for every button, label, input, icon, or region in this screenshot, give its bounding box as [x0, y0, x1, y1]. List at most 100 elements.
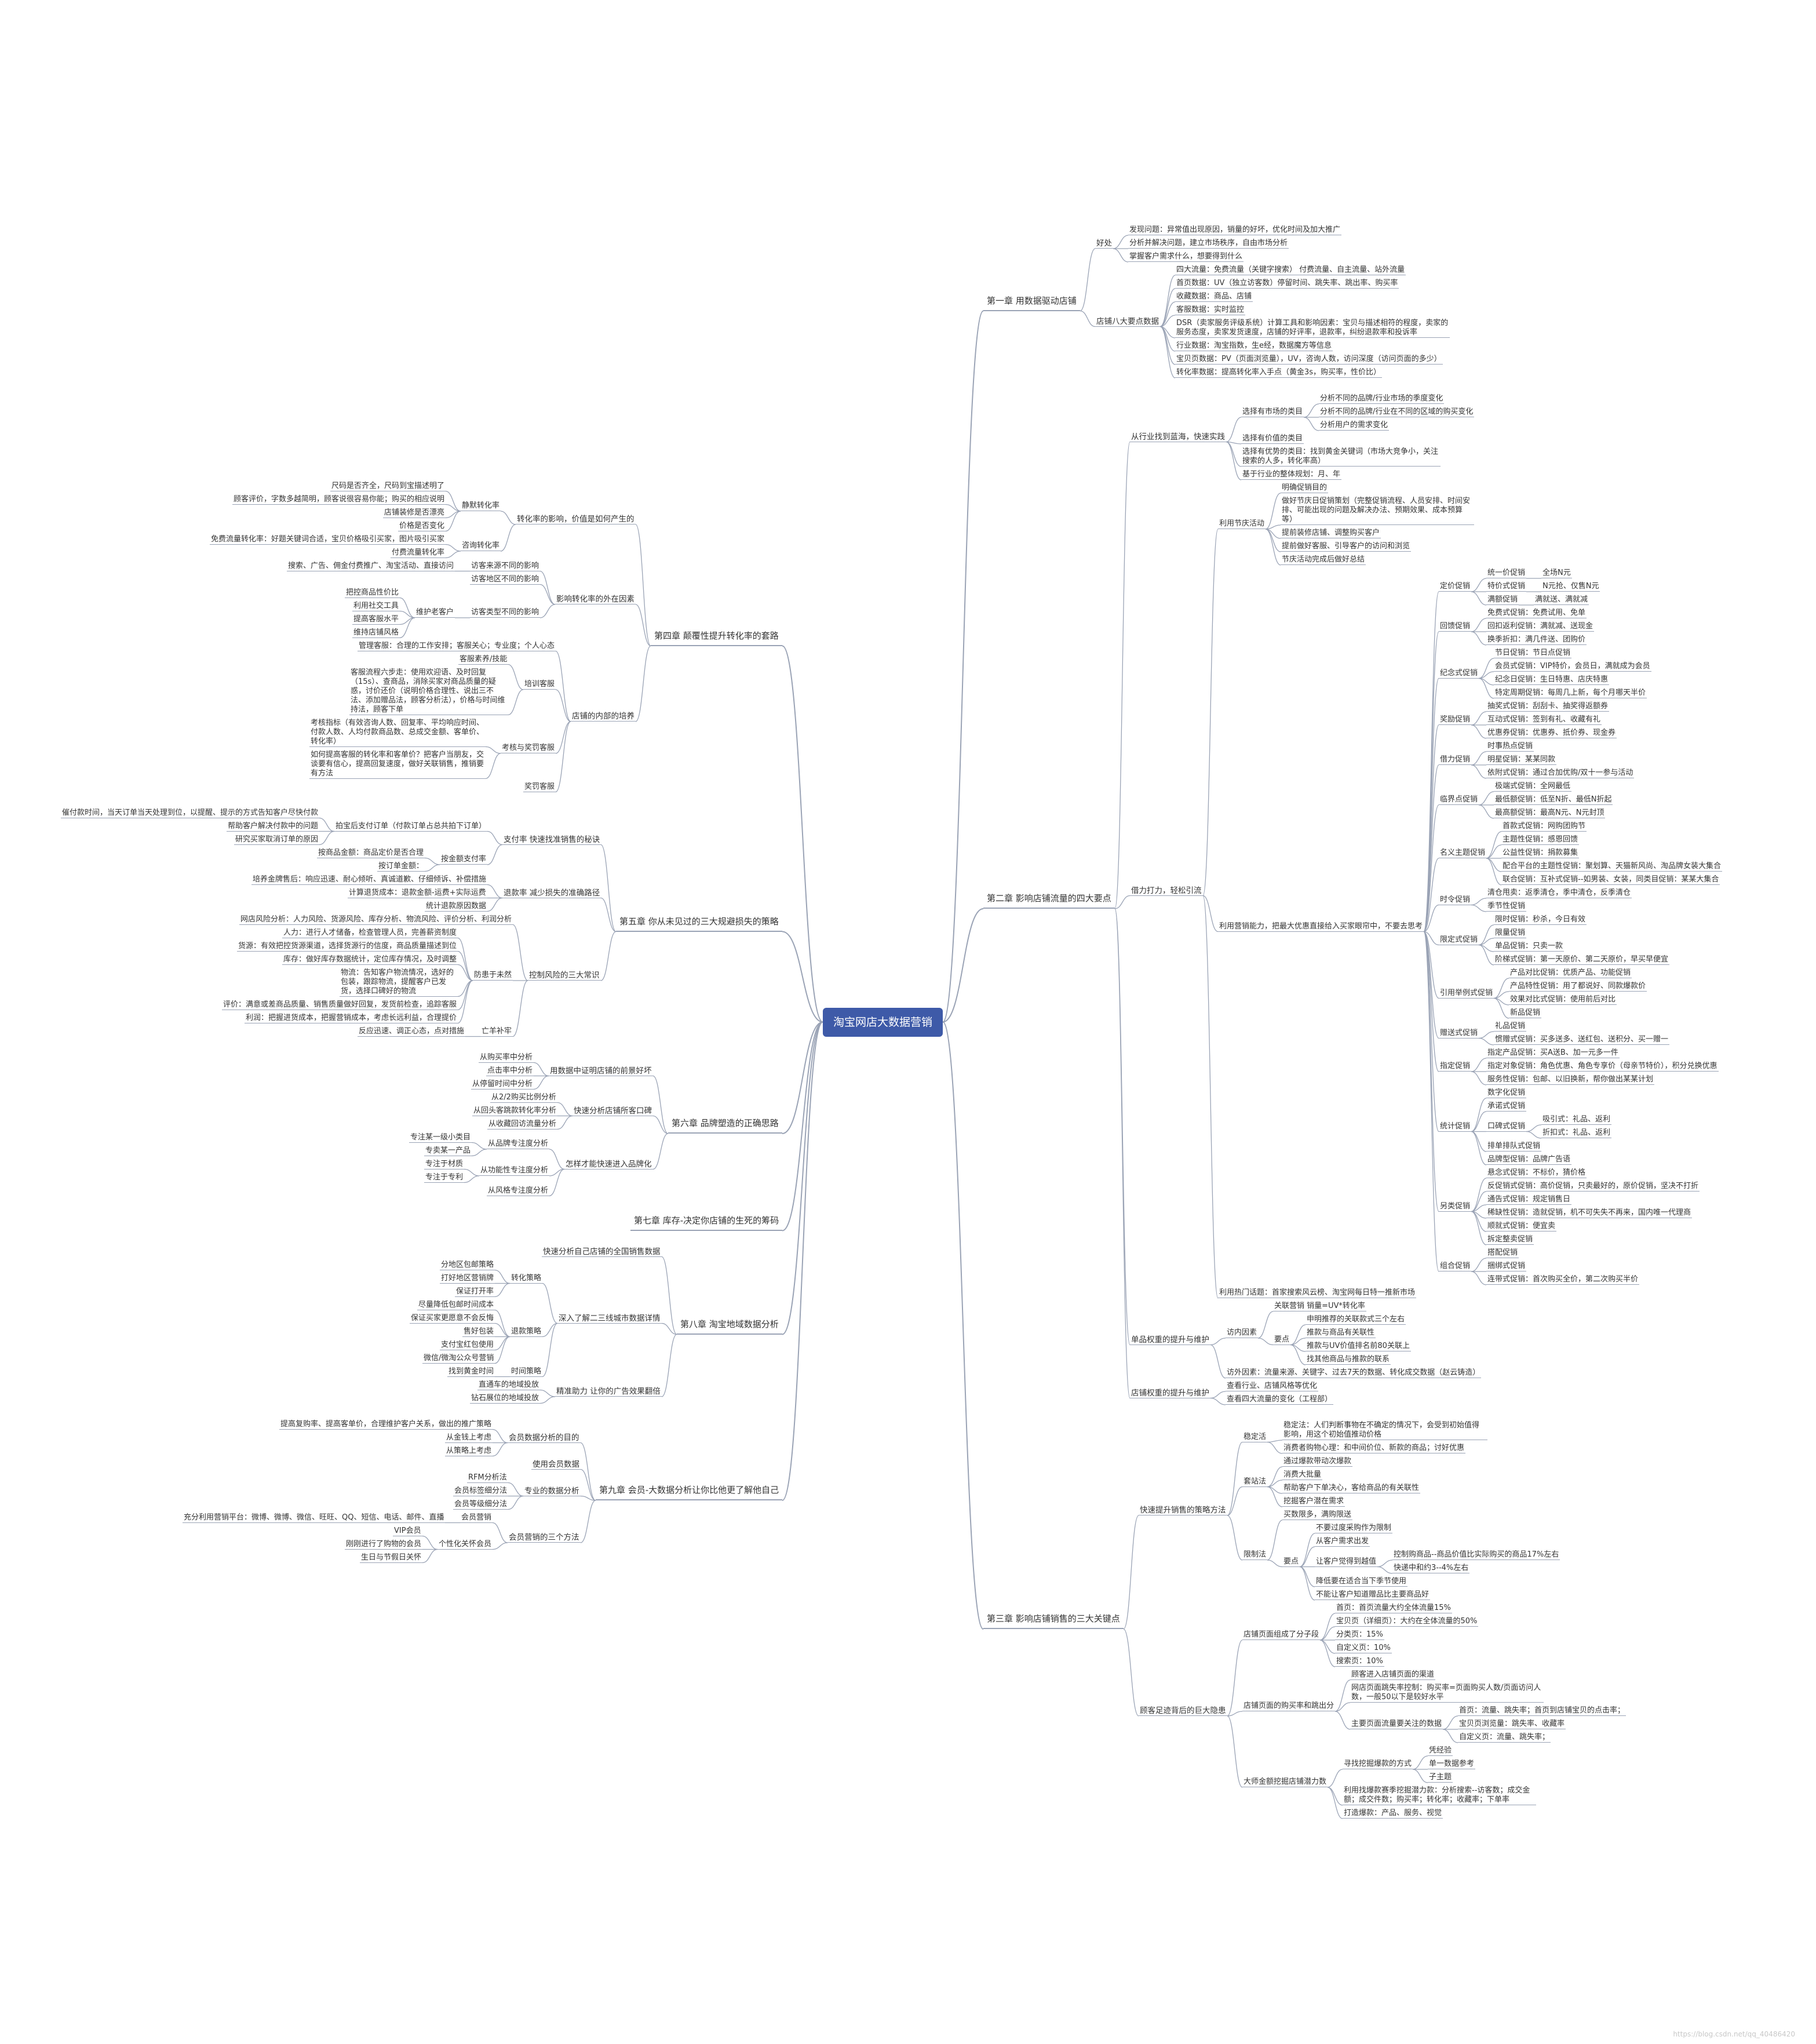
topic-node[interactable]: 做好节庆日促销策划（完整促销流程、人员安排、时间安排、可能出现的问题及解决办法、… [1281, 497, 1474, 525]
topic-node[interactable]: 抽奖式促销：刮刮卡、抽奖得返额券 [1486, 702, 1610, 712]
topic-node[interactable]: N元抢、仅售N元 [1541, 582, 1600, 592]
topic-node[interactable]: 催付款时间，当天订单当天处理到位，以提醒、提示的方式告知客户尽快付款 [61, 808, 320, 818]
topic-node[interactable]: 点击率中分析 [486, 1066, 534, 1076]
topic-node[interactable]: 限制法 [1242, 1550, 1268, 1560]
topic-node[interactable]: 联合促销：互补式促销--如男装、女装，同类目促销：某某大集合 [1501, 875, 1720, 885]
topic-node[interactable]: 限时促销：秒杀，今日有效 [1494, 915, 1587, 925]
topic-node[interactable]: 转化策略 [510, 1273, 543, 1284]
topic-node[interactable]: 悬念式促销：不标价，猜价格 [1486, 1168, 1587, 1178]
topic-node[interactable]: 顾客进入店铺页面的渠道 [1350, 1670, 1436, 1680]
topic-node[interactable]: 从回头客跳款转化率分析 [472, 1106, 558, 1116]
topic-node[interactable]: 套站法 [1242, 1477, 1268, 1487]
topic-node[interactable]: 个性化关怀会员 [437, 1539, 493, 1550]
topic-node[interactable]: 首页：流量、跳失率；首页到店铺宝贝的点击率； [1458, 1706, 1627, 1716]
topic-node[interactable]: 维护老客户 [415, 608, 455, 618]
topic-node[interactable]: 利用热门话题：首家搜索风云榜、淘宝网每日特一推新市场 [1218, 1288, 1417, 1298]
chapter-node[interactable]: 第一章 用数据驱动店铺 [983, 293, 1080, 311]
topic-node[interactable]: 极端式促销：全网最低 [1494, 782, 1572, 792]
topic-node[interactable]: 满额促销 [1486, 595, 1519, 605]
chapter-node[interactable]: 第九章 会员-大数据分析让你比他更了解他自己 [596, 1482, 783, 1500]
topic-node[interactable]: 主要页面流量要关注的数据 [1350, 1719, 1443, 1729]
topic-node[interactable]: 基于行业的整体规划：月、年 [1241, 470, 1342, 480]
topic-node[interactable]: 会员数据分析的目的 [508, 1433, 581, 1443]
topic-node[interactable]: 使用会员数据 [531, 1459, 581, 1470]
topic-node[interactable]: 打造爆款：产品、服务、视觉 [1343, 1809, 1443, 1819]
topic-node[interactable]: 赠送式促销 [1439, 1028, 1479, 1039]
topic-node[interactable]: 另类促销 [1439, 1201, 1472, 1212]
topic-node[interactable]: 顾客足迹背后的巨大隐患 [1139, 1706, 1227, 1716]
topic-node[interactable]: 用数据中证明店铺的前景好坏 [549, 1066, 653, 1076]
topic-node[interactable]: 店铺页面组成了分子段 [1242, 1630, 1321, 1640]
topic-node[interactable]: 名义主题促销 [1439, 848, 1487, 858]
topic-node[interactable]: 临界点促销 [1439, 795, 1479, 805]
topic-node[interactable]: 退款率 减少损失的准确路径 [502, 888, 601, 898]
topic-node[interactable]: 换季折扣：满几件送、团购价 [1486, 635, 1587, 645]
topic-node[interactable]: 掌握客户需求什么，想要得到什么 [1128, 252, 1244, 262]
topic-node[interactable]: 查看行业、店铺风格等优化 [1226, 1382, 1319, 1391]
topic-node[interactable]: 免费式促销：免费试用、免单 [1486, 609, 1587, 618]
topic-node[interactable]: 访外因素：流量来源、关键字、过去7天的数据、转化成交数据（赵云铸造） [1226, 1368, 1482, 1378]
topic-node[interactable]: 行业数据：淘宝指数，生e经，数据魔方等信息 [1175, 341, 1333, 351]
topic-node[interactable]: 提高复购率、提高客单价，合理维护客户关系，做出的推广策略 [279, 1419, 493, 1430]
topic-node[interactable]: 控制购商品--商品价值比实际购买的商品17%左右 [1392, 1550, 1560, 1560]
topic-node[interactable]: 满就送、满就减 [1534, 595, 1589, 605]
root-node[interactable]: 淘宝网店大数据营销 [823, 1007, 943, 1037]
topic-node[interactable]: 快速分析自己店铺的全国销售数据 [542, 1247, 662, 1257]
topic-node[interactable]: 充分利用营销平台：微博、微博、微信、旺旺、QQ、短信、电话、邮件、直播 [183, 1513, 446, 1523]
topic-node[interactable]: 分析不同的品牌/行业市场的季度变化 [1319, 394, 1445, 404]
topic-node[interactable]: 找其他商品与推款的联系 [1306, 1355, 1391, 1365]
topic-node[interactable]: 支付率 快速找准销售的秘诀 [502, 835, 601, 845]
topic-node[interactable]: 统一价促销 [1486, 569, 1527, 578]
topic-node[interactable]: 尺码是否齐全，尺码到宝描述明了 [330, 481, 446, 491]
topic-node[interactable]: 提前装修店铺、调整购买客户 [1281, 529, 1381, 538]
topic-node[interactable]: 新品促销 [1509, 1008, 1542, 1018]
chapter-node[interactable]: 第三章 影响店铺销售的三大关键点 [983, 1611, 1124, 1629]
topic-node[interactable]: 快速分析店铺所客口碑 [572, 1106, 653, 1116]
topic-node[interactable]: 专卖某一产品 [424, 1146, 472, 1156]
topic-node[interactable]: 计算退货成本：退款金额-运费+实际运费 [348, 888, 487, 898]
topic-node[interactable]: 访内因素 [1226, 1328, 1259, 1338]
topic-node[interactable]: 数字化促销 [1486, 1088, 1527, 1098]
topic-node[interactable]: 店铺八大要点数据 [1095, 316, 1160, 327]
topic-node[interactable]: 保证买家更愿意不会反悔 [410, 1313, 495, 1324]
topic-node[interactable]: 全场N元 [1541, 569, 1572, 578]
topic-node[interactable]: 分地区包邮策略 [440, 1260, 495, 1270]
topic-node[interactable]: 特价式促销 [1486, 582, 1527, 592]
topic-node[interactable]: 保证打开率 [455, 1287, 495, 1297]
topic-node[interactable]: 好处 [1095, 239, 1113, 249]
topic-node[interactable]: 顾客评价，字数多越简明，顾客说很容易你能；购买的相应说明 [232, 494, 446, 505]
topic-node[interactable]: 时事热点促销 [1486, 742, 1534, 752]
topic-node[interactable]: 微信/微淘公众号营销 [422, 1353, 495, 1364]
topic-node[interactable]: 宝贝页浏览量：跳失率、收藏率 [1458, 1719, 1566, 1729]
topic-node[interactable]: 首款式促销：网购团购节 [1501, 822, 1587, 832]
topic-node[interactable]: 分析并解决问题，建立市场秩序，自由市场分析 [1128, 239, 1289, 249]
topic-node[interactable]: 拍宝后支付订单（付款订单占总共拍下订单） [334, 821, 488, 832]
topic-node[interactable]: 利用节庆活动 [1218, 519, 1266, 529]
topic-node[interactable]: 自定义页：流量、跳失率； [1458, 1733, 1551, 1743]
topic-node[interactable]: 店铺装修是否漂亮 [383, 508, 446, 518]
topic-node[interactable]: 从停留时间中分析 [471, 1079, 534, 1090]
topic-node[interactable]: 消费者购物心理：和中间价位、新款的商品；讨好优惠 [1282, 1444, 1466, 1453]
topic-node[interactable]: 评价：满意或差商品质量、销售质量做好回复，发货前检查，追踪客服 [222, 1000, 458, 1010]
topic-node[interactable]: 稀缺性促销：造就促销，机不可失失不再来，国内唯一代理商 [1486, 1208, 1693, 1218]
topic-node[interactable]: 统计退款原因数据 [425, 901, 488, 912]
topic-node[interactable]: 依附式促销：通过合加优购/双十一参与活动 [1486, 768, 1635, 778]
topic-node[interactable]: 考核指标（有效咨询人数、回复率、平均响应时间、付款人数、人均付款商品数、总成交金… [309, 719, 486, 747]
topic-node[interactable]: 刚刚进行了购物的会员 [345, 1539, 423, 1550]
topic-node[interactable]: 转化率的影响，价值是如何产生的 [516, 515, 636, 524]
topic-node[interactable]: 尽量降低包邮时间成本 [417, 1300, 495, 1310]
topic-node[interactable]: 单一数据参考 [1428, 1759, 1476, 1769]
topic-node[interactable]: 推款与商品有关联性 [1306, 1328, 1376, 1338]
topic-node[interactable]: 公益性促销：捐款募集 [1501, 848, 1580, 858]
topic-node[interactable]: 效果对比式促销：使用前后对比 [1509, 995, 1617, 1005]
topic-node[interactable]: 首页数据：UV（独立访客数）停留时间、跳失率、跳出率、购买率 [1175, 279, 1399, 289]
topic-node[interactable]: 节庆活动完成后做好总结 [1281, 555, 1366, 565]
topic-node[interactable]: 网店风险分析：人力风险、货源风险、库存分析、物流风险、评价分析、利润分析 [239, 914, 513, 925]
topic-node[interactable]: 排单排队式促销 [1486, 1142, 1542, 1152]
topic-node[interactable]: 选择有价值的类目 [1241, 434, 1304, 444]
topic-node[interactable]: 承诺式促销 [1486, 1102, 1527, 1112]
topic-node[interactable]: 最高额促销：最高N元、N元封顶 [1494, 808, 1606, 818]
topic-node[interactable]: 付费流量转化率 [391, 548, 446, 558]
topic-node[interactable]: 专业的数据分析 [523, 1486, 581, 1496]
topic-node[interactable]: 要点 [1273, 1335, 1291, 1345]
